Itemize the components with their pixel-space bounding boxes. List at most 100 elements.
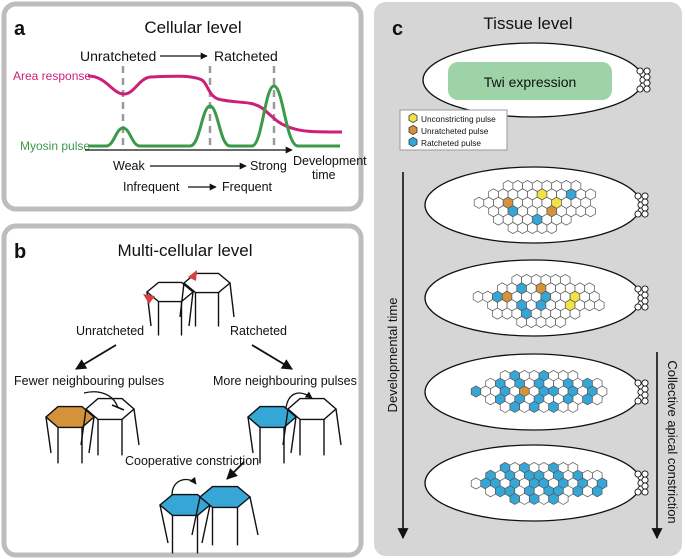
coop-cell-left-wall bbox=[201, 504, 211, 544]
tissue-cell bbox=[555, 315, 566, 329]
panel-c-letter: c bbox=[392, 18, 403, 40]
promotion-arc bbox=[285, 391, 313, 409]
tissue-cell bbox=[572, 485, 584, 498]
panel-a: a Cellular level Unratcheted Ratcheted A… bbox=[1, 1, 367, 212]
neighbour-cell-2-wall bbox=[282, 408, 289, 446]
tissue-cell bbox=[507, 221, 519, 235]
fewer-pulses-label: Fewer neighbouring pulses bbox=[14, 374, 164, 388]
panel-a-title: Cellular level bbox=[144, 18, 241, 37]
arrow-to-fewer bbox=[75, 344, 117, 370]
weak-label: Weak bbox=[113, 159, 145, 173]
tissue-cell bbox=[472, 290, 484, 303]
pole-cell bbox=[641, 285, 649, 293]
ratcheted-cell-wall bbox=[247, 416, 254, 454]
pole-cell bbox=[634, 192, 642, 200]
coop-cell-right-top bbox=[198, 485, 252, 509]
ratcheted-label: Ratcheted bbox=[214, 48, 278, 64]
tissue-cell bbox=[536, 221, 548, 235]
legend-ratcheted: Ratcheted pulse bbox=[421, 138, 481, 148]
tissue-cell bbox=[548, 400, 559, 413]
collective-constriction-label: Collective apical constriction bbox=[665, 360, 680, 523]
hex-tissue-5 bbox=[470, 461, 608, 505]
panel-b-title: Multi-cellular level bbox=[117, 241, 252, 260]
tissue-cell bbox=[485, 393, 496, 406]
arrow-to-more bbox=[251, 344, 293, 370]
unratcheted-cell-top bbox=[44, 405, 96, 429]
twi-band bbox=[448, 62, 612, 100]
inhibition-arc bbox=[83, 391, 119, 409]
area-response-curve bbox=[87, 74, 343, 134]
neighbour-cell-2-top bbox=[286, 397, 338, 421]
cell-left bbox=[145, 281, 195, 336]
strong-label: Strong bbox=[250, 159, 287, 173]
pole-cell bbox=[634, 303, 642, 311]
panel-b-frame bbox=[1, 223, 364, 558]
tissue-cell bbox=[548, 492, 559, 505]
tissue-cell bbox=[558, 492, 569, 505]
tissue-cell bbox=[594, 299, 605, 312]
tissue-cell bbox=[558, 400, 569, 413]
coop-cell-left-wall bbox=[159, 504, 169, 544]
fewer-pulses-cells bbox=[44, 397, 140, 464]
pole-cell bbox=[636, 67, 644, 75]
tissue-cell bbox=[485, 485, 496, 498]
cell-right-wall bbox=[229, 282, 235, 318]
pole-cell bbox=[641, 385, 649, 393]
unratcheted-cell-wall bbox=[45, 416, 52, 454]
panel-c-title: Tissue level bbox=[483, 14, 572, 33]
neighbour-cell-wall bbox=[80, 408, 87, 446]
hex-tissue-4 bbox=[470, 369, 608, 413]
hex-tissue-2 bbox=[473, 179, 596, 235]
infrequent-label: Infrequent bbox=[123, 180, 180, 194]
neighbour-cell-wall bbox=[133, 408, 140, 446]
cooperative-arc bbox=[171, 476, 197, 496]
hex-tissue-3 bbox=[472, 273, 605, 329]
pole-cell bbox=[634, 397, 642, 405]
tissue-cell bbox=[470, 385, 482, 398]
pole-cell bbox=[643, 79, 651, 87]
more-pulses-label: More neighbouring pulses bbox=[213, 374, 357, 388]
tissue-cell bbox=[567, 400, 579, 413]
myosin-pulse-label: Myosin pulse bbox=[20, 139, 90, 153]
coop-cell-right-wall bbox=[191, 496, 201, 536]
tissue-cell bbox=[519, 492, 530, 505]
pole-cell bbox=[643, 67, 651, 75]
legend-unratcheted: Unratcheted pulse bbox=[421, 126, 489, 136]
pole-cells-4 bbox=[634, 379, 649, 405]
tissue-cell bbox=[528, 492, 540, 505]
pole-cell bbox=[643, 73, 651, 81]
coop-cell-right-wall bbox=[249, 496, 259, 536]
pole-cell bbox=[634, 285, 642, 293]
unratcheted-cell bbox=[44, 405, 96, 464]
tissue-cell bbox=[473, 196, 485, 209]
ratcheted-cell-top bbox=[246, 405, 298, 429]
tissue-cell bbox=[527, 221, 538, 235]
pole-cell bbox=[641, 476, 649, 484]
pole-cell bbox=[636, 85, 644, 93]
panel-a-frame bbox=[1, 1, 364, 212]
area-response-label: Area response bbox=[13, 69, 91, 83]
pole-cell bbox=[641, 291, 649, 299]
pole-cell bbox=[641, 192, 649, 200]
pole-cell bbox=[641, 482, 649, 490]
neighbour-cell bbox=[80, 397, 140, 456]
developmental-time-label: Developmental time bbox=[385, 298, 400, 413]
legend-box bbox=[399, 109, 508, 151]
pulse-legend: Unconstricting pulse Unratcheted pulse R… bbox=[399, 109, 508, 151]
tissue-cell bbox=[546, 221, 557, 235]
tissue-cell bbox=[516, 315, 527, 329]
tissue-cell bbox=[582, 485, 593, 498]
tissue-cell bbox=[561, 213, 572, 226]
tissue-cell bbox=[519, 400, 530, 413]
twi-label: Twi expression bbox=[484, 74, 577, 90]
panel-b-letter: b bbox=[14, 241, 26, 263]
tissue-cell bbox=[528, 400, 540, 413]
pole-cell bbox=[634, 210, 642, 218]
tissue-cell bbox=[582, 393, 593, 406]
pole-cell bbox=[641, 198, 649, 206]
tissue-cell bbox=[569, 307, 581, 320]
pole-cells-2 bbox=[634, 192, 649, 218]
tissue-cell bbox=[495, 485, 506, 498]
ratcheted-cell bbox=[246, 405, 298, 464]
